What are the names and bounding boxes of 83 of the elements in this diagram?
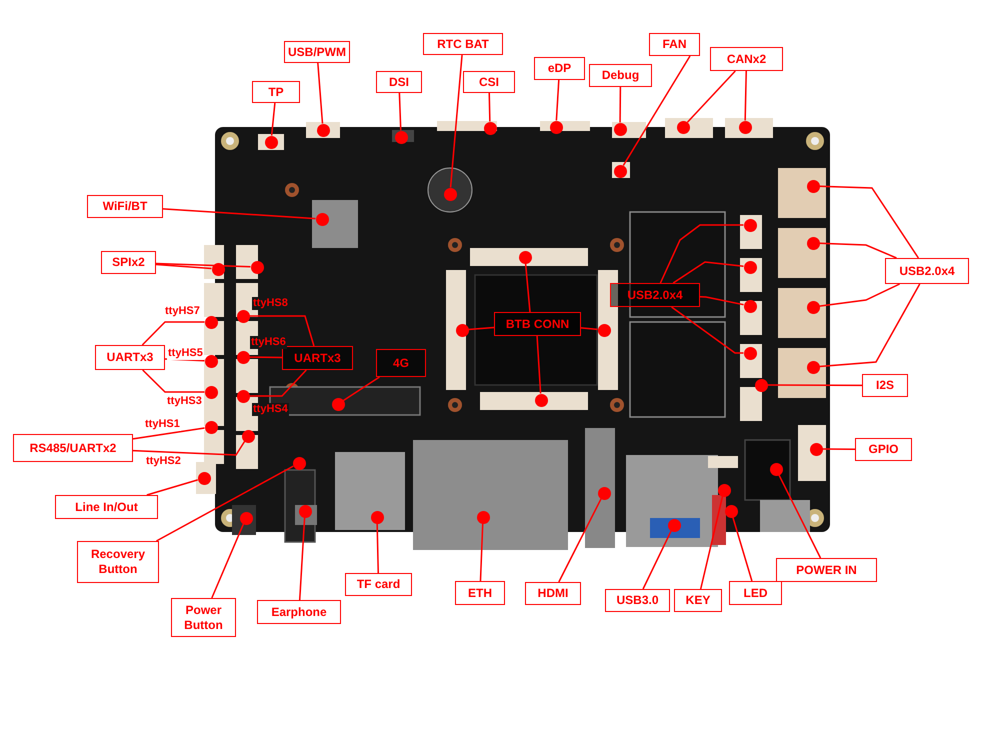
leader-line xyxy=(778,474,822,558)
leader-line xyxy=(536,334,542,394)
callout-label: FAN xyxy=(649,33,700,56)
edge-label: ttyHS6 xyxy=(250,336,287,349)
callout-label: USB/PWM xyxy=(284,41,350,63)
callout-label: Power Button xyxy=(171,598,236,637)
callout-label: eDP xyxy=(534,57,585,80)
callout-label: TF card xyxy=(345,573,412,596)
leader-line xyxy=(700,496,724,590)
leader-line xyxy=(132,441,246,456)
callout-label: WiFi/BT xyxy=(87,195,163,218)
leader-line xyxy=(343,376,380,402)
leader-line xyxy=(142,321,204,346)
callout-label: Recovery Button xyxy=(77,541,159,583)
edge-label: ttyHS2 xyxy=(145,455,182,468)
callout-label: I2S xyxy=(862,374,908,397)
leader-line xyxy=(156,465,294,542)
callout-label: ETH xyxy=(455,581,505,605)
leader-line xyxy=(558,498,602,582)
leader-line xyxy=(822,448,855,450)
leader-line xyxy=(524,263,531,313)
callout-label: TP xyxy=(252,81,300,103)
leader-line xyxy=(686,70,736,123)
callout-label: POWER IN xyxy=(776,558,877,582)
edge-label: ttyHS7 xyxy=(164,305,201,318)
leader-line xyxy=(450,54,463,188)
leader-line xyxy=(819,284,920,368)
leader-line xyxy=(142,369,204,393)
callout-label: BTB CONN xyxy=(494,312,581,336)
leader-line xyxy=(146,479,198,496)
callout-label: USB2.0x4 xyxy=(885,258,969,284)
callout-label: KEY xyxy=(674,589,722,612)
leader-line xyxy=(468,326,494,330)
callout-label: UARTx3 xyxy=(282,346,353,370)
callout-label: DSI xyxy=(376,71,422,93)
callout-label: Debug xyxy=(589,64,652,87)
edge-label: ttyHS3 xyxy=(166,395,203,408)
callout-label: USB3.0 xyxy=(605,589,670,612)
leader-line xyxy=(556,80,560,121)
callout-label: RTC BAT xyxy=(423,33,503,55)
edge-label: ttyHS8 xyxy=(252,297,289,310)
leader-line xyxy=(819,283,900,307)
leader-line xyxy=(622,55,691,166)
leader-line xyxy=(819,185,919,258)
callout-label: Line In/Out xyxy=(55,495,158,519)
leader-line xyxy=(488,92,491,122)
leader-line xyxy=(642,530,672,590)
leader-line xyxy=(768,384,862,386)
callout-label: Earphone xyxy=(257,600,341,624)
leader-line xyxy=(398,92,402,131)
callout-label: CANx2 xyxy=(710,47,783,71)
edge-label: ttyHS4 xyxy=(252,403,289,416)
callout-label: CSI xyxy=(463,71,515,93)
callout-label: USB2.0x4 xyxy=(610,283,700,307)
leader-line xyxy=(162,208,316,220)
leader-line xyxy=(156,264,212,270)
leader-line xyxy=(700,296,744,306)
leader-line xyxy=(249,356,282,358)
callout-label: 4G xyxy=(376,349,426,377)
leader-line xyxy=(250,315,315,346)
leader-line xyxy=(744,70,747,121)
leader-line xyxy=(211,524,244,598)
leader-line xyxy=(580,327,598,330)
leader-line xyxy=(619,87,622,122)
leader-line xyxy=(732,517,753,582)
leader-line xyxy=(270,102,276,136)
callout-label: GPIO xyxy=(855,438,912,461)
leader-line xyxy=(156,262,251,268)
edge-label: ttyHS5 xyxy=(167,347,204,360)
leader-line xyxy=(480,523,484,582)
callout-label: HDMI xyxy=(525,582,581,605)
callout-label: SPIx2 xyxy=(101,251,156,274)
leader-line xyxy=(298,517,306,600)
leader-line xyxy=(660,224,744,284)
leader-line xyxy=(317,62,324,124)
callout-label: LED xyxy=(729,581,782,605)
callout-label: UARTx3 xyxy=(95,345,165,370)
leader-line xyxy=(132,427,205,440)
leader-line xyxy=(671,306,744,354)
leader-line xyxy=(819,242,897,259)
leader-line xyxy=(376,523,379,574)
edge-label: ttyHS1 xyxy=(144,418,181,431)
callout-label: RS485/UARTx2 xyxy=(13,434,133,462)
